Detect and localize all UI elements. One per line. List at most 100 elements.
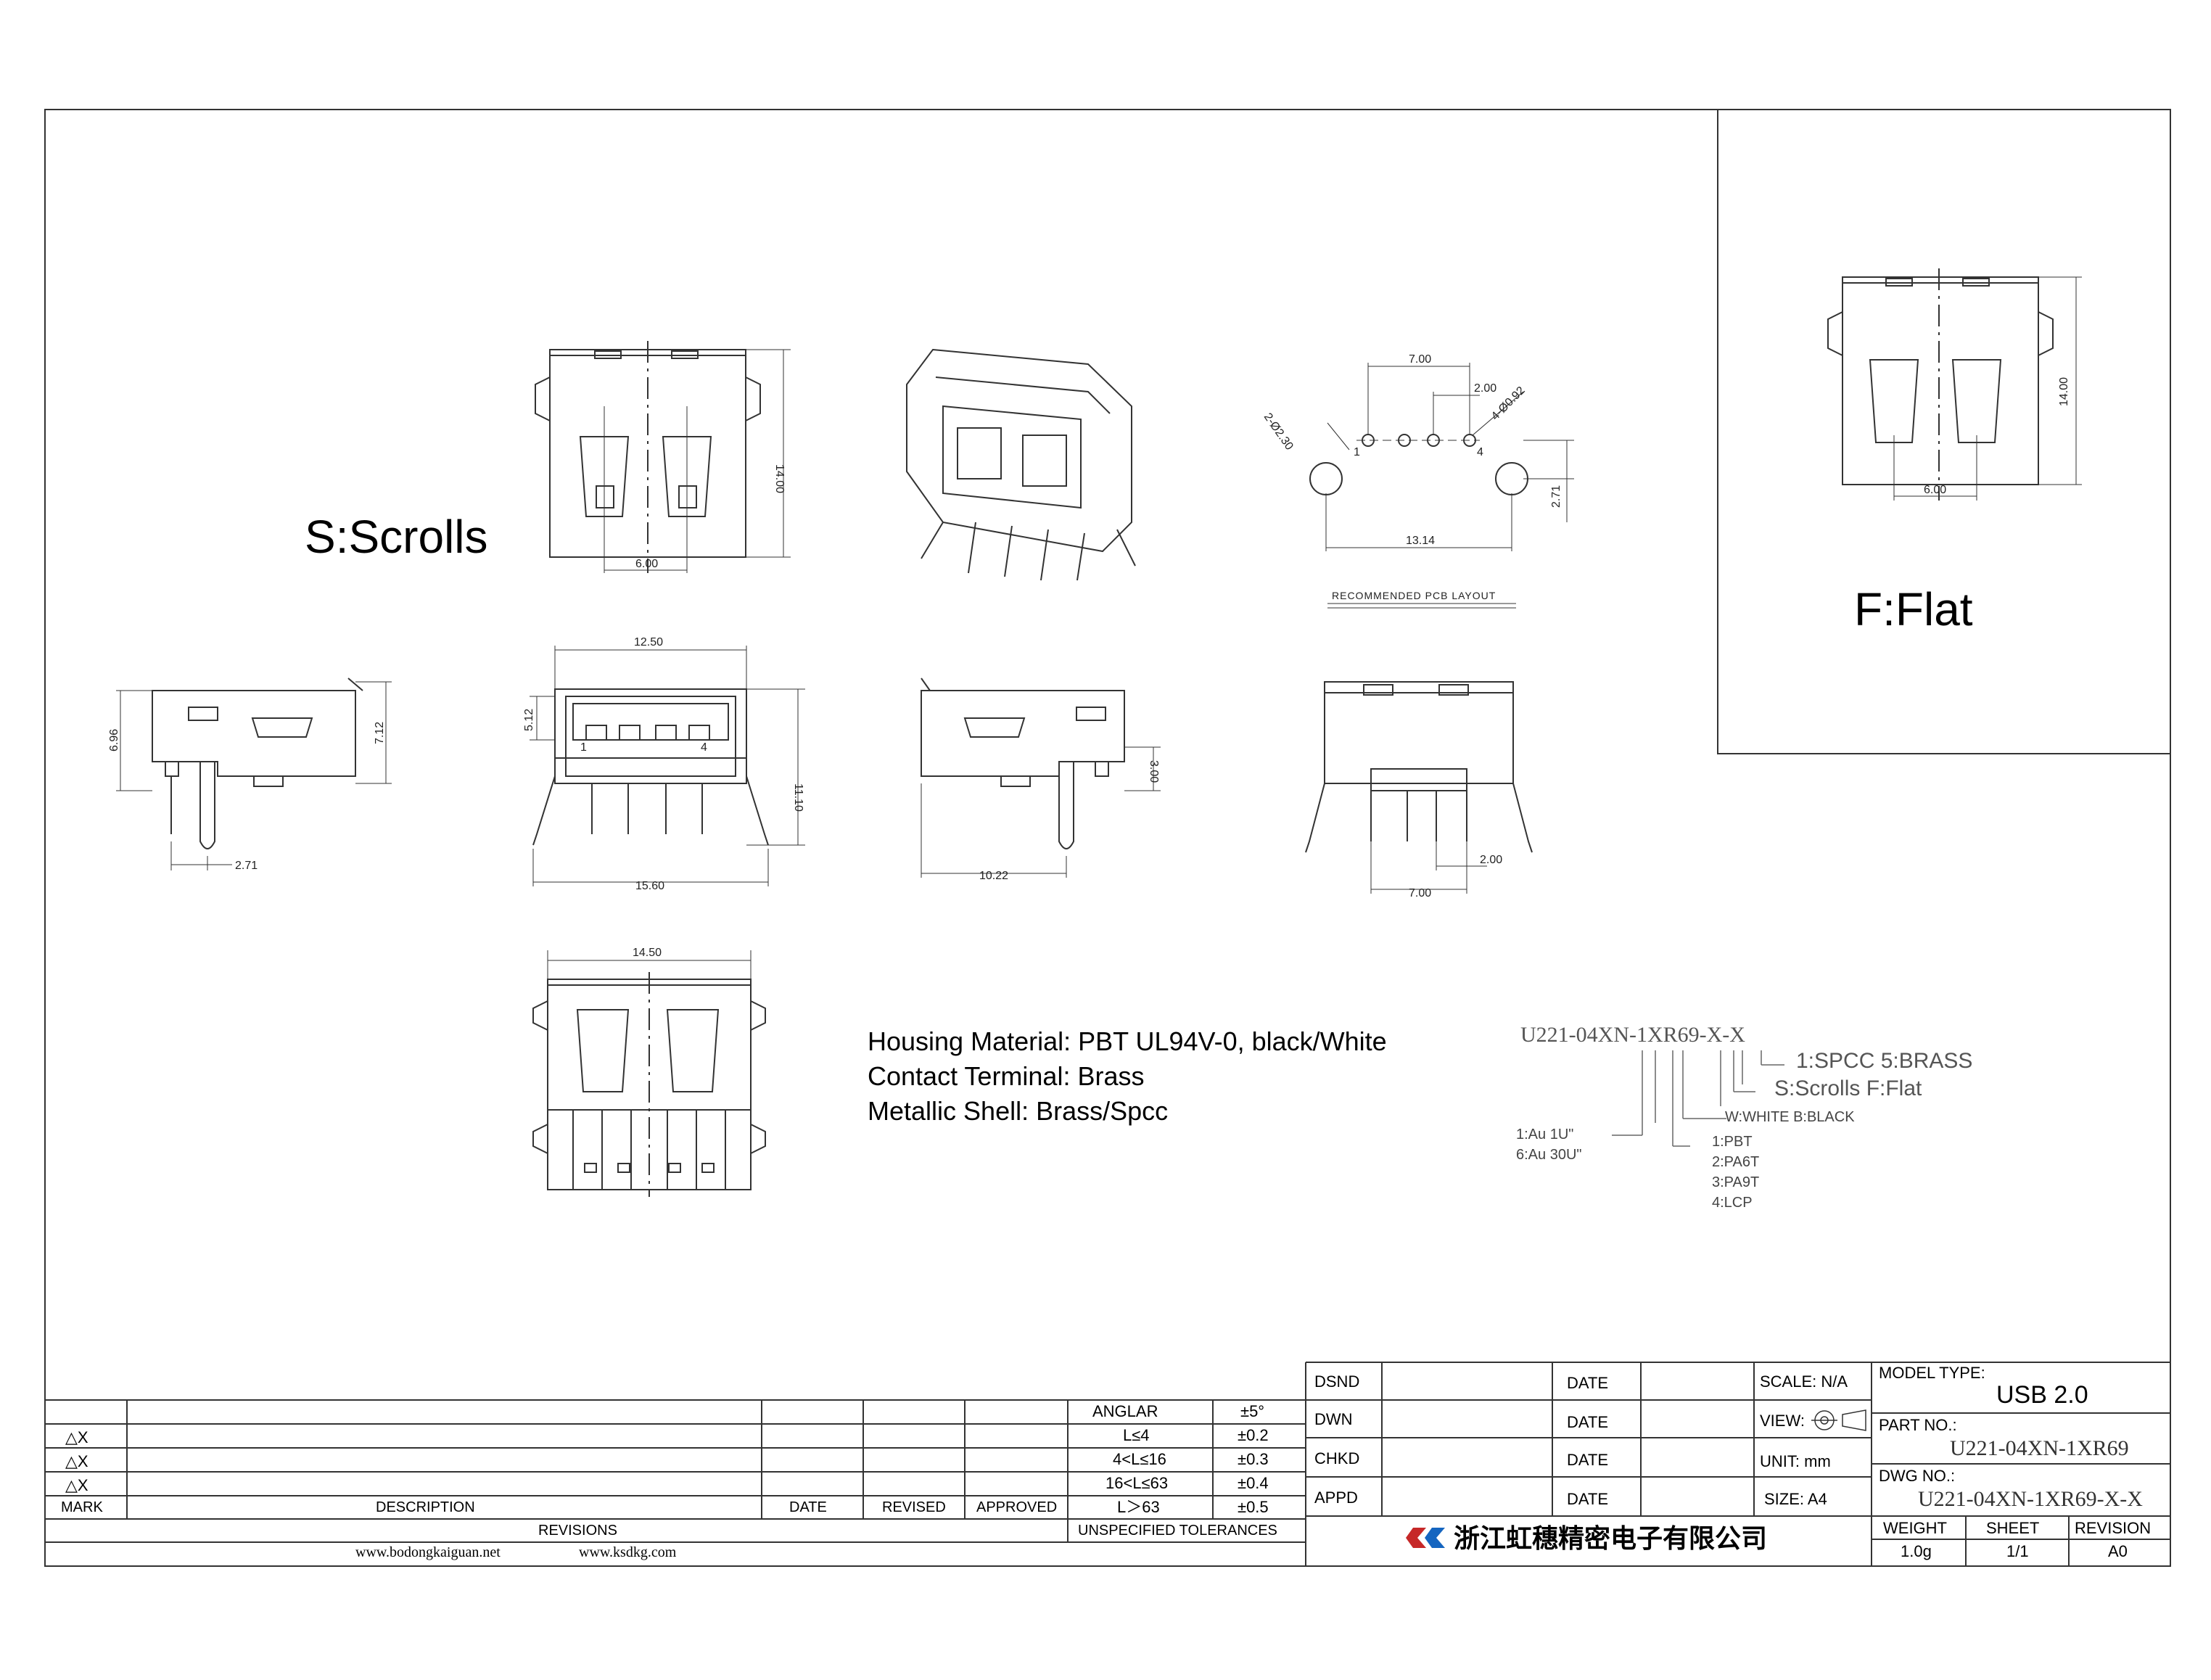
label-size: SIZE: A4 (1764, 1490, 1827, 1508)
dim-side-pin-offset: 2.71 (235, 860, 258, 872)
pcb-layout-view (1310, 363, 1574, 608)
label-date-4: DATE (1567, 1490, 1609, 1508)
tolerance-label-4: L＞63 (1117, 1498, 1160, 1516)
website-2[interactable]: www.ksdkg.com (579, 1544, 677, 1560)
dwg-no-value: U221-04XN-1XR69-X-X (1918, 1487, 2143, 1511)
label-scale: SCALE: N/A (1760, 1372, 1848, 1391)
pin-label-front-1: 1 (580, 741, 587, 754)
spec-contact: Contact Terminal: Brass (868, 1061, 1145, 1091)
dim-front-height: 11.10 (792, 783, 804, 812)
company-name: 浙江虹穗精密电子有限公司 (1454, 1524, 1768, 1554)
label-sheet: SHEET (1986, 1519, 2040, 1537)
part-no-value: U221-04XN-1XR69 (1950, 1436, 2129, 1460)
part-code-material-2: 2:PA6T (1712, 1154, 1760, 1170)
tolerance-value-3: ±0.4 (1238, 1474, 1269, 1492)
dim-pcb-holes-big: 2-Ø2.30 (1261, 411, 1296, 453)
part-code-type-option: S:Scrolls F:Flat (1774, 1076, 1922, 1100)
part-code-plating-1: 1:Au 1U" (1516, 1127, 1574, 1142)
dim-flat-width: 6.00 (1924, 484, 1946, 496)
dim-pcb-span: 13.14 (1406, 535, 1435, 547)
header-revised: REVISED (882, 1499, 946, 1515)
pin-label-4: 4 (1477, 446, 1483, 458)
tolerance-value-2: ±0.3 (1238, 1450, 1269, 1468)
label-view: VIEW: (1760, 1412, 1805, 1430)
part-code-material-3: 3:PA9T (1712, 1174, 1760, 1190)
label-weight: WEIGHT (1883, 1519, 1947, 1537)
part-code-leaders (1612, 1050, 1784, 1146)
isometric-view (907, 350, 1135, 580)
tolerance-label-3: 16<L≤63 (1106, 1474, 1169, 1492)
revision-mark-2: △X (65, 1452, 88, 1470)
part-code: U221-04XN-1XR69-X-X (1520, 1023, 1745, 1047)
front-view (530, 646, 805, 886)
label-dsnd: DSND (1314, 1372, 1360, 1391)
dim-side-height-left: 6.96 (108, 729, 120, 752)
scrolls-top-view (535, 341, 791, 573)
label-chkd: CHKD (1314, 1449, 1360, 1467)
header-description: DESCRIPTION (376, 1499, 475, 1515)
weight-value: 1.0g (1901, 1542, 1932, 1560)
header-date: DATE (789, 1499, 827, 1515)
title-block-lines (45, 1362, 2170, 1566)
dim-front-width: 12.50 (634, 636, 663, 648)
tolerance-value-0: ±5° (1240, 1402, 1265, 1420)
label-date-3: DATE (1567, 1451, 1609, 1469)
sheet-value: 1/1 (2006, 1542, 2029, 1560)
tolerance-value-1: ±0.2 (1238, 1426, 1269, 1444)
dim-flat-height: 14.00 (2058, 377, 2070, 406)
label-date-1: DATE (1567, 1374, 1609, 1392)
tolerance-value-4: ±0.5 (1238, 1498, 1269, 1516)
drawing-border (45, 110, 2170, 1566)
label-unit: UNIT: mm (1760, 1452, 1831, 1470)
pcb-layout-title: RECOMMENDED PCB LAYOUT (1332, 590, 1496, 601)
dim-rear-pitch: 7.00 (1409, 887, 1431, 899)
dim-bottom-width: 14.50 (633, 947, 662, 959)
website-1[interactable]: www.bodongkaiguan.net (355, 1544, 501, 1560)
dim-rear-offset: 2.00 (1480, 854, 1502, 866)
part-code-shell-option: 1:SPCC 5:BRASS (1796, 1049, 1973, 1073)
tolerance-label-2: 4<L≤16 (1113, 1450, 1166, 1468)
pin-label-front-4: 4 (701, 741, 707, 754)
tolerance-label-1: L≤4 (1123, 1426, 1150, 1444)
label-date-2: DATE (1567, 1413, 1609, 1431)
part-code-material-4: 4:LCP (1712, 1195, 1753, 1211)
pin-label-1: 1 (1354, 446, 1360, 458)
tolerance-label-0: ANGLAR (1092, 1402, 1158, 1420)
flat-label: F:Flat (1854, 583, 1973, 635)
revisions-footer: REVISIONS (538, 1523, 617, 1539)
dim-scrolls-height: 14.00 (773, 464, 786, 493)
label-revision: REVISION (2075, 1519, 2152, 1537)
tolerances-footer: UNSPECIFIED TOLERANCES (1078, 1523, 1277, 1539)
company-logo-icon (1406, 1528, 1445, 1548)
bottom-view (533, 950, 765, 1197)
spec-housing: Housing Material: PBT UL94V-0, black/Whi… (868, 1026, 1387, 1056)
scrolls-label: S:Scrolls (305, 511, 488, 563)
flat-detail-box (1718, 110, 2170, 754)
part-code-color-option: W:WHITE B:BLACK (1725, 1109, 1855, 1125)
flat-top-view (1828, 268, 2082, 501)
dim-pcb-pitch: 7.00 (1409, 353, 1431, 366)
spec-shell: Metallic Shell: Brass/Spcc (868, 1096, 1169, 1126)
right-side-view (921, 678, 1161, 878)
dim-right-length: 10.22 (979, 870, 1008, 882)
label-dwg-no: DWG NO.: (1879, 1467, 1956, 1485)
dim-pcb-offset: 2.00 (1474, 382, 1496, 395)
dim-side-height-right: 7.12 (374, 722, 386, 744)
header-approved: APPROVED (976, 1499, 1058, 1515)
dim-front-span: 15.60 (635, 880, 664, 892)
revision-mark-3: △X (65, 1476, 88, 1494)
dim-pcb-depth: 2.71 (1550, 485, 1562, 508)
revision-mark-1: △X (65, 1428, 88, 1446)
dim-front-port: 5.12 (523, 709, 535, 731)
label-appd: APPD (1314, 1488, 1358, 1507)
left-side-view (116, 678, 392, 870)
dim-right-pin: 3.00 (1148, 760, 1160, 783)
revision-value: A0 (2108, 1542, 2128, 1560)
model-type-value: USB 2.0 (1996, 1381, 2088, 1409)
part-code-plating-2: 6:Au 30U" (1516, 1147, 1582, 1163)
dim-scrolls-width: 6.00 (635, 558, 658, 570)
header-mark: MARK (61, 1499, 103, 1515)
part-code-material-1: 1:PBT (1712, 1134, 1753, 1150)
label-dwn: DWN (1314, 1410, 1353, 1428)
